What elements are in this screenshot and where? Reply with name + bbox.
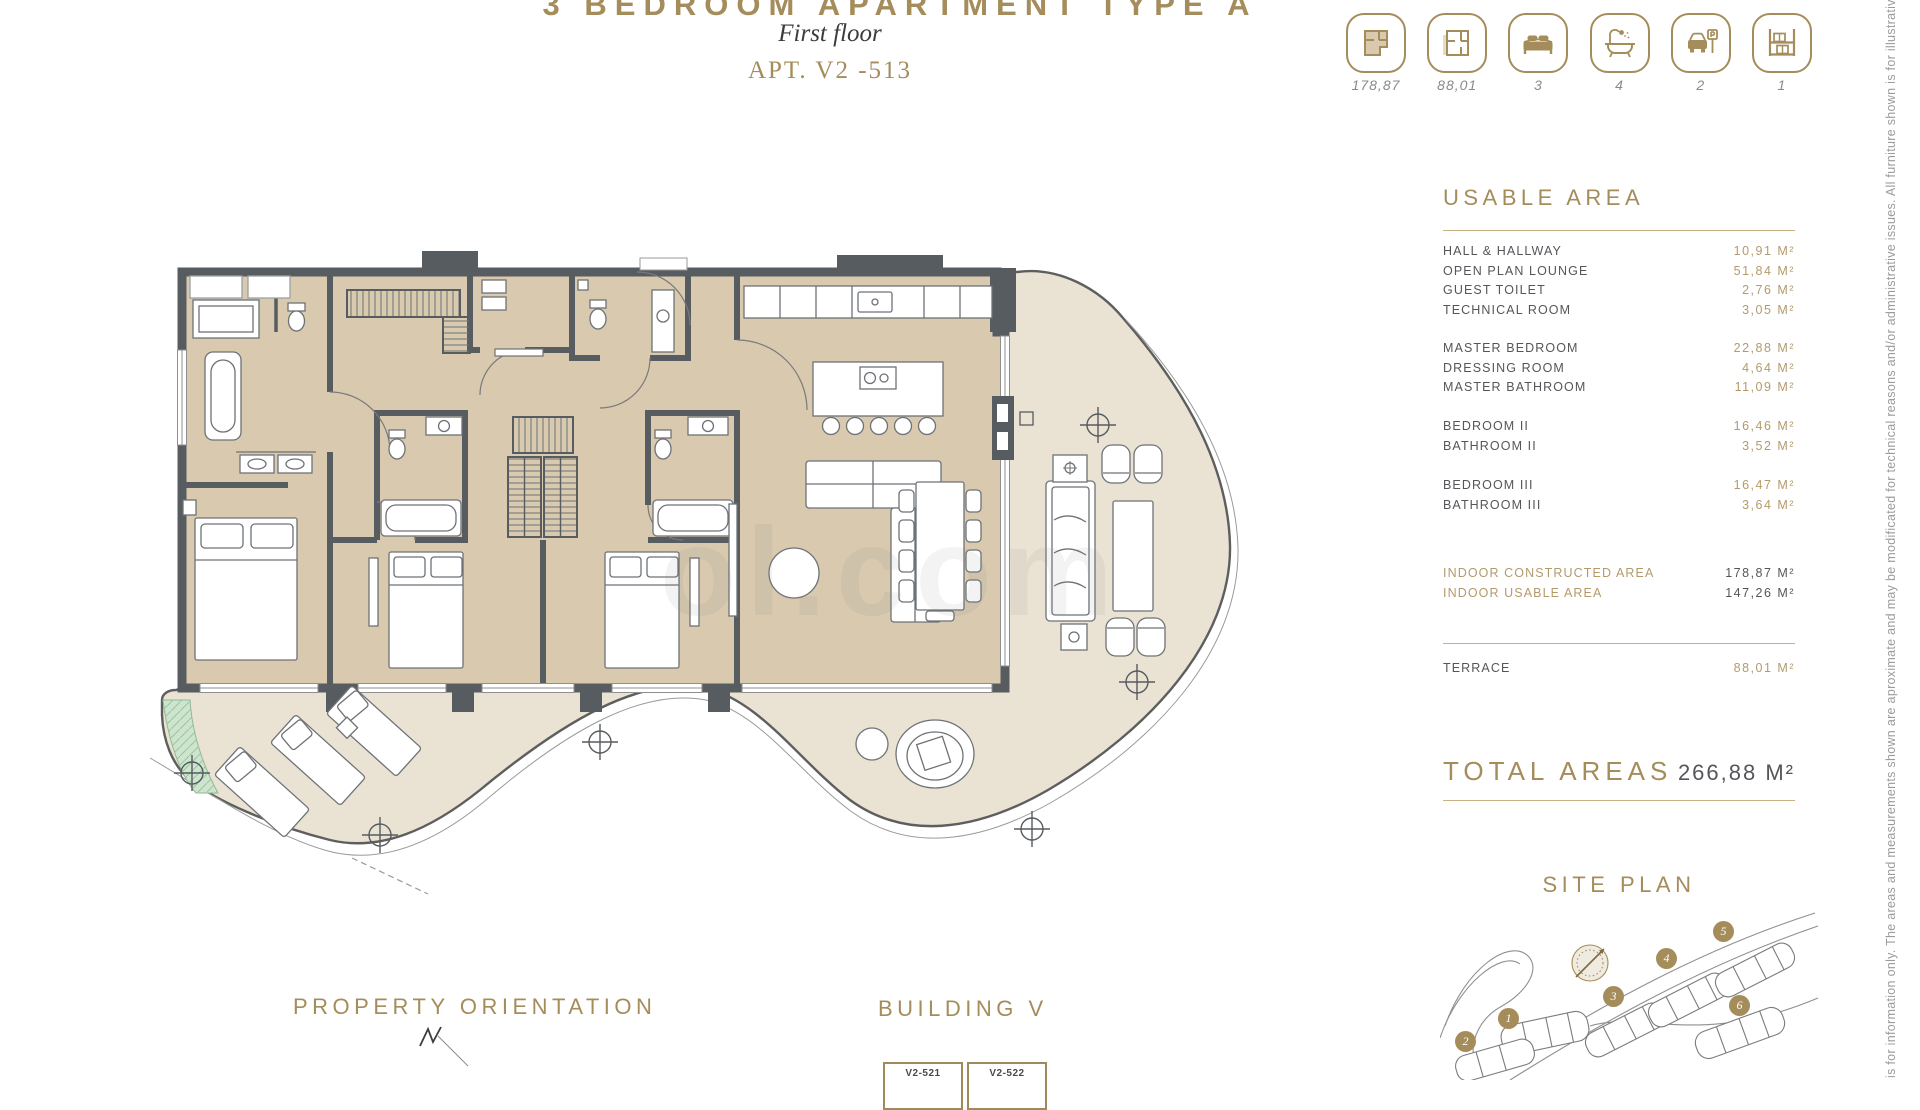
building-heading: BUILDING V [878,996,1048,1021]
summary-icon-row: 178,87 88,01 3 [1344,13,1814,93]
divider [1443,230,1795,231]
site-marker-6: 6 [1729,995,1750,1016]
total-areas-label: TOTAL AREAS [1443,756,1673,786]
site-plan: 1 2 3 4 5 6 [1439,898,1820,1082]
storage-summary: 1 [1750,13,1814,93]
building-unit-cell: V2-522 [967,1062,1047,1110]
site-marker-5: 5 [1713,921,1734,942]
survey-markers [173,406,1156,854]
site-plan-compass [1571,944,1609,982]
parking-icon [1670,13,1731,73]
bathrooms-value: 4 [1615,77,1624,93]
site-marker-1: 1 [1498,1008,1519,1029]
terrace-row: TERRACE 88,01 M² [1443,661,1795,681]
site-marker-3: 3 [1603,986,1624,1007]
parking-value: 2 [1696,77,1706,93]
bedrooms-summary: 3 [1506,13,1570,93]
property-orientation-heading: PROPERTY ORIENTATION [293,994,657,1019]
apartment-number: APT. V2 -513 [747,57,913,84]
terrace-area-icon [1427,13,1488,73]
total-areas: TOTAL AREAS 266,88 M² [1443,756,1795,787]
bath-icon [1589,13,1650,73]
legal-disclaimer: is for information only. The areas and m… [1884,0,1904,1080]
indoor-area-icon [1346,13,1406,73]
floor-plan: ol.com [149,251,1239,895]
terrace-value: 88,01 M² [1733,661,1795,675]
storage-value: 1 [1777,77,1787,93]
indoor-furniture [182,275,993,669]
terrace-label: TERRACE [1443,661,1511,675]
building-unit-cell: V2-521 [883,1062,963,1110]
bedrooms-value: 3 [1533,77,1543,93]
divider [1443,643,1795,644]
parking-summary: 2 [1669,13,1733,93]
terrace-furniture [213,444,1166,839]
building-unit-table: V2-521 V2-522 [883,1062,1047,1110]
usable-area-heading: USABLE AREA [1443,185,1645,210]
terrace-area-summary: 88,01 [1425,13,1489,93]
storage-icon [1751,13,1812,73]
bed-icon [1508,13,1569,73]
watermark: ol.com [660,503,1123,642]
total-areas-value: 266,88 M² [1677,760,1795,785]
indoor-area-value: 178,87 [1351,77,1401,93]
indoor-area-summary: 178,87 [1344,13,1408,93]
legal-disclaimer-text: is for information only. The areas and m… [1884,0,1898,1078]
site-marker-4: 4 [1656,948,1677,969]
page-title: 3 BEDROOM APARTMENT TYPE A [542,0,1258,22]
bathrooms-summary: 4 [1588,13,1652,93]
divider [1443,800,1795,801]
floor-subtitle: First floor [778,20,882,47]
orientation-compass [419,1026,469,1067]
site-marker-2: 2 [1455,1031,1476,1052]
terrace-area-value: 88,01 [1437,77,1478,93]
site-plan-heading: SITE PLAN [1542,872,1696,897]
